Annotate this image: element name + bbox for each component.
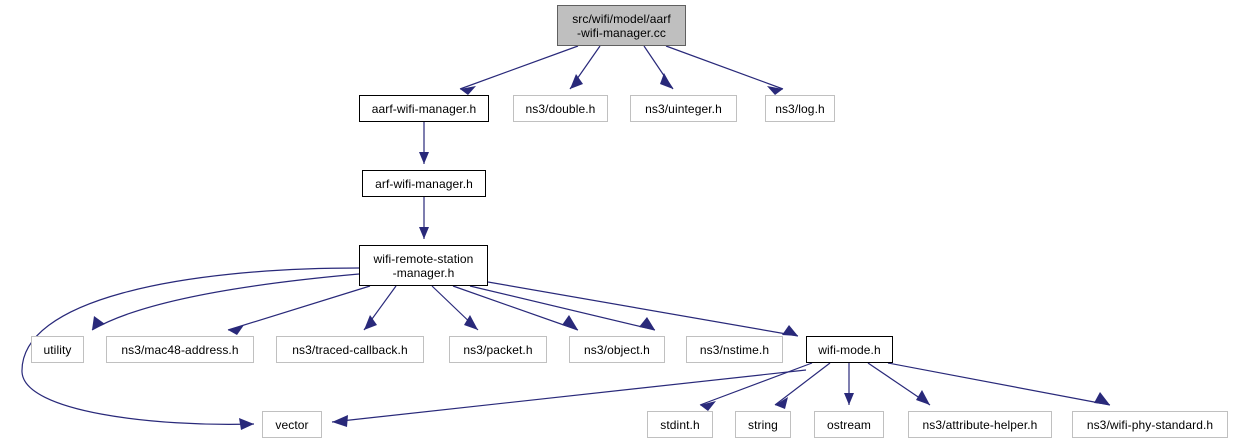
graph-node-ns3_uinteger_h[interactable]: ns3/uinteger.h (630, 95, 737, 122)
arrowhead-icon (332, 415, 348, 427)
arrowhead-icon (844, 393, 854, 405)
arrowhead-icon (916, 390, 930, 405)
graph-node-utility[interactable]: utility (31, 336, 84, 363)
graph-node-ns3_object_h[interactable]: ns3/object.h (569, 336, 665, 363)
arrowhead-icon (775, 397, 788, 409)
edge-wifi_remote_station_manager_h-to-vector (21, 267, 360, 425)
edge-root-to-ns3_log_h (665, 45, 784, 90)
graph-node-ns3_wifi_phy_standard_h[interactable]: ns3/wifi-phy-standard.h (1072, 411, 1228, 438)
arrowhead-icon (364, 315, 377, 330)
edge-wifi_mode_h-to-string (774, 362, 831, 406)
arrowhead-icon (639, 317, 655, 330)
graph-node-aarf_wifi_manager_h[interactable]: aarf-wifi-manager.h (359, 95, 489, 122)
graph-node-vector[interactable]: vector (262, 411, 322, 438)
arrowhead-icon (464, 315, 478, 330)
arrowhead-icon (562, 315, 578, 330)
graph-node-root[interactable]: src/wifi/model/aarf -wifi-manager.cc (557, 5, 686, 46)
arrowhead-icon (767, 86, 783, 95)
graph-node-ns3_traced_callback_h[interactable]: ns3/traced-callback.h (276, 336, 424, 363)
arrowhead-icon (1094, 392, 1110, 405)
arrowhead-icon (570, 74, 583, 89)
arrowhead-icon (228, 325, 244, 335)
arrowhead-icon (782, 325, 798, 336)
edge-wifi_remote_station_manager_h-to-ns3_object_h (452, 285, 579, 331)
graph-node-ostream[interactable]: ostream (814, 411, 884, 438)
arrowhead-icon (700, 401, 716, 411)
edge-wifi_mode_h-to-stdint_h (699, 362, 813, 406)
edge-wifi_mode_h-to-vector (331, 369, 807, 423)
edge-root-to-aarf_wifi_manager_h (459, 45, 579, 90)
edge-wifi_remote_station_manager_h-to-ns3_nstime_h (469, 285, 656, 331)
graph-node-ns3_double_h[interactable]: ns3/double.h (513, 95, 608, 122)
graph-node-ns3_attribute_helper_h[interactable]: ns3/attribute-helper.h (908, 411, 1052, 438)
arrowhead-icon (239, 418, 254, 430)
arrowhead-icon (460, 86, 476, 95)
graph-node-string[interactable]: string (735, 411, 791, 438)
graph-node-ns3_nstime_h[interactable]: ns3/nstime.h (686, 336, 783, 363)
graph-node-ns3_mac48_address_h[interactable]: ns3/mac48-address.h (106, 336, 254, 363)
graph-node-ns3_log_h[interactable]: ns3/log.h (765, 95, 835, 122)
edge-wifi_mode_h-to-ns3_wifi_phy_standard_h (887, 362, 1111, 406)
graph-node-arf_wifi_manager_h[interactable]: arf-wifi-manager.h (362, 170, 486, 197)
arrowhead-icon (419, 152, 429, 164)
arrowhead-icon (92, 316, 105, 330)
graph-node-ns3_packet_h[interactable]: ns3/packet.h (449, 336, 547, 363)
arrowhead-icon (419, 227, 429, 239)
edge-wifi_remote_station_manager_h-to-wifi_mode_h (487, 281, 799, 337)
graph-node-wifi_remote_station_manager_h[interactable]: wifi-remote-station -manager.h (359, 245, 488, 286)
arrowhead-icon (660, 73, 673, 89)
graph-node-stdint_h[interactable]: stdint.h (647, 411, 713, 438)
edge-wifi_remote_station_manager_h-to-utility (91, 273, 360, 331)
graph-node-wifi_mode_h[interactable]: wifi-mode.h (806, 336, 893, 363)
edge-wifi_remote_station_manager_h-to-ns3_mac48_address_h (227, 285, 371, 331)
